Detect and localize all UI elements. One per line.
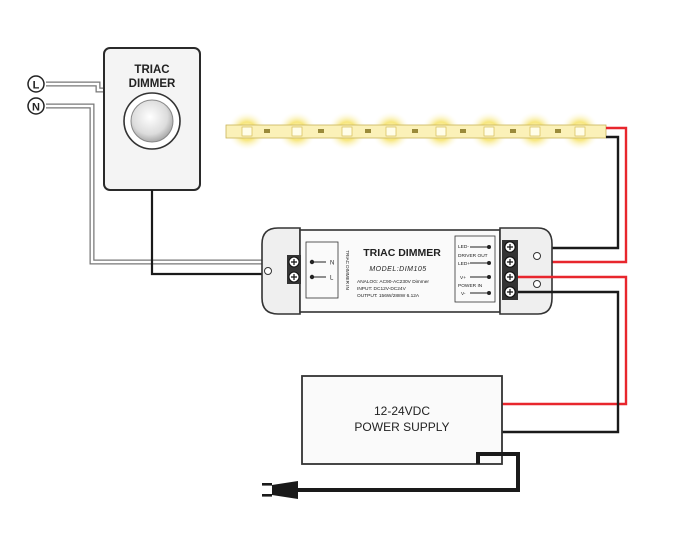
controller-spec-line1: ANALOG: AC90-AC230V Dimmer (357, 279, 429, 285)
power-supply-line1: 12-24VDC (374, 404, 430, 418)
output-terminal-screws (504, 241, 516, 298)
input-side-label: TRIAC DIMMER IN (345, 250, 350, 290)
controller-title: TRIAC DIMMER (363, 247, 441, 259)
left-screw-hole (264, 267, 272, 275)
mains-line-terminal: L (27, 75, 45, 93)
input-label-panel (305, 241, 339, 299)
triac-controller: N L TRIAC DIMMER IN TRIAC DIMMER MODEL:D… (261, 227, 553, 315)
input-l-label: L (330, 276, 334, 282)
triac-wall-dimmer: TRIAC DIMMER (103, 47, 201, 191)
led-minus-label: LED- (458, 244, 469, 250)
dimmer-knob (130, 99, 174, 143)
mains-wires (46, 81, 262, 265)
led-negative-wire (518, 135, 620, 250)
led-chips (241, 126, 586, 137)
dimmer-title-line1: TRIAC (134, 64, 169, 76)
output-label-panel (454, 235, 496, 303)
v-minus-label: V- (461, 291, 466, 297)
power-supply: 12-24VDC POWER SUPPLY (301, 375, 503, 465)
controller-left-cap (261, 227, 301, 315)
led-resistors (264, 129, 561, 133)
input-n-label: N (330, 261, 334, 267)
dimmer-title-line2: DIMMER (129, 78, 176, 90)
led-strip (225, 111, 607, 151)
mains-neutral-terminal: N (27, 97, 45, 115)
neutral-label: N (32, 102, 40, 114)
mains-plug-icon (262, 481, 298, 499)
supply-positive-wire (502, 275, 628, 406)
output-terminal-block (502, 240, 518, 300)
supply-negative-wire (502, 290, 620, 434)
mains-cord (298, 452, 520, 492)
power-in-label: POWER IN (458, 283, 483, 289)
right-screw-hole-top (533, 252, 541, 260)
led-plus-label: LED+ (458, 261, 470, 267)
controller-model: MODEL:DIM105 (369, 266, 426, 273)
dimmer-output-wire (150, 190, 262, 276)
v-plus-label: V+ (460, 275, 466, 281)
line-label: L (33, 80, 40, 92)
driver-out-label: DRIVER OUT (458, 253, 488, 259)
right-screw-hole-bottom (533, 280, 541, 288)
controller-spec-line2: INPUT: DC12V-DC24V (357, 286, 407, 292)
led-positive-wire (518, 126, 628, 264)
power-supply-box (301, 375, 503, 465)
power-supply-line2: POWER SUPPLY (354, 420, 449, 434)
controller-spec-line3: OUTPUT: 156W/288W 6.12A (357, 293, 420, 299)
